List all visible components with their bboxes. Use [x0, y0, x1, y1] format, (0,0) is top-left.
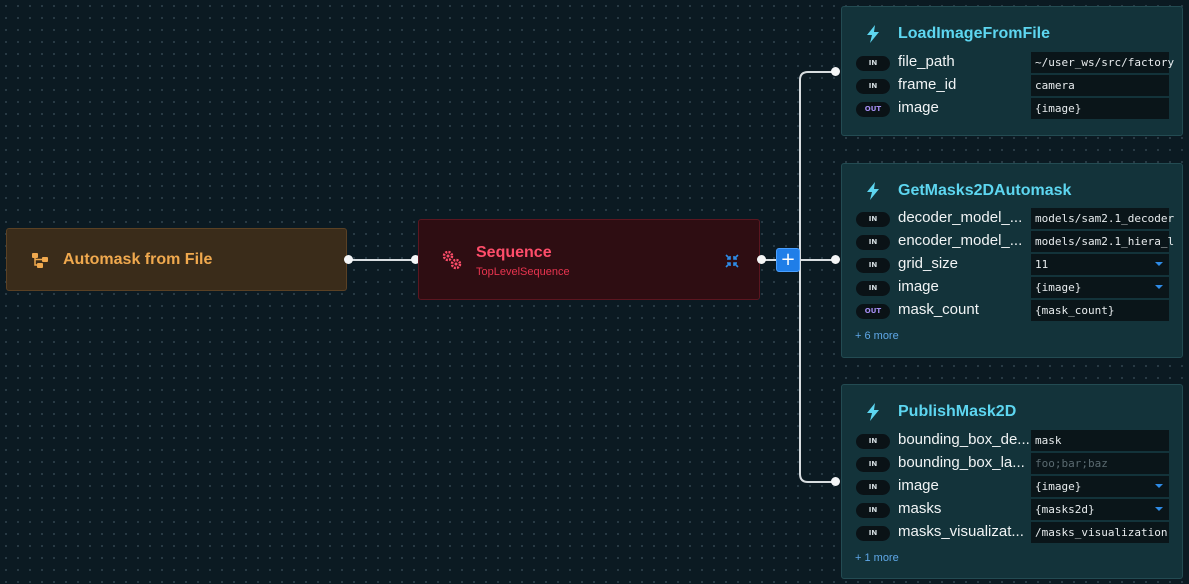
port-row: IN frame_id camera	[842, 75, 1182, 97]
port-value-field[interactable]: ~/user_ws/src/factory	[1031, 52, 1174, 73]
port-label: bounding_box_de...	[898, 431, 1030, 448]
port-row: IN image {image}	[842, 476, 1182, 498]
root-output-port[interactable]	[344, 255, 353, 264]
port-value: {image}	[1035, 281, 1082, 294]
port-label: image	[898, 99, 939, 116]
port-direction-badge: IN	[856, 212, 890, 227]
port-value-field[interactable]: models/sam2.1_decoder	[1031, 208, 1174, 229]
sequence-input-port[interactable]	[411, 255, 420, 264]
action-node-get-masks[interactable]: GetMasks2DAutomask IN decoder_model_... …	[841, 163, 1183, 358]
collapse-icon[interactable]	[724, 253, 740, 269]
port-value-select[interactable]: {masks2d}	[1031, 499, 1169, 520]
port-row: IN masks_visualizat... /masks_visualizat…	[842, 522, 1182, 544]
port-value: {masks2d}	[1035, 503, 1095, 516]
port-row: IN image {image}	[842, 277, 1182, 299]
port-direction-badge: IN	[856, 79, 890, 94]
port-label: bounding_box_la...	[898, 454, 1025, 471]
sequence-subtitle: TopLevelSequence	[476, 266, 570, 278]
port-direction-badge: OUT	[856, 102, 890, 117]
sequence-node[interactable]: Sequence TopLevelSequence	[418, 219, 760, 300]
port-row: IN decoder_model_... models/sam2.1_decod…	[842, 208, 1182, 230]
port-row: IN file_path ~/user_ws/src/factory	[842, 52, 1182, 74]
gears-icon	[442, 250, 462, 270]
port-value-field[interactable]: foo;bar;baz	[1031, 453, 1169, 474]
show-more-link[interactable]: + 1 more	[855, 552, 899, 564]
edge-branch-bottom	[799, 260, 836, 483]
port-direction-badge: OUT	[856, 304, 890, 319]
port-row: IN bounding_box_de... mask	[842, 430, 1182, 452]
dropdown-caret-icon[interactable]	[1155, 262, 1163, 266]
port-label: encoder_model_...	[898, 232, 1023, 249]
port-direction-badge: IN	[856, 503, 890, 518]
port-row: IN grid_size 11	[842, 254, 1182, 276]
add-child-button[interactable]: +	[776, 248, 800, 272]
port-row: OUT image {image}	[842, 98, 1182, 120]
port-direction-badge: IN	[856, 56, 890, 71]
tree-icon	[32, 252, 48, 268]
action-title: PublishMask2D	[898, 403, 1017, 420]
dropdown-caret-icon[interactable]	[1155, 507, 1163, 511]
dropdown-caret-icon[interactable]	[1155, 285, 1163, 289]
show-more-link[interactable]: + 6 more	[855, 330, 899, 342]
port-value-select[interactable]: {image}	[1031, 277, 1169, 298]
port-label: image	[898, 477, 939, 494]
port-row: OUT mask_count {mask_count}	[842, 300, 1182, 322]
port-direction-badge: IN	[856, 434, 890, 449]
port-label: masks_visualizat...	[898, 523, 1024, 540]
port-value-select[interactable]: {image}	[1031, 476, 1169, 497]
bolt-icon	[867, 182, 879, 200]
port-direction-badge: IN	[856, 281, 890, 296]
root-node-title: Automask from File	[63, 250, 213, 268]
port-value-field[interactable]: {image}	[1031, 98, 1169, 119]
port-value: 11	[1035, 258, 1049, 271]
sequence-output-port[interactable]	[757, 255, 766, 264]
port-label: masks	[898, 500, 942, 517]
port-value-select[interactable]: 11	[1031, 254, 1169, 275]
port-value-field[interactable]: mask	[1031, 430, 1169, 451]
action-2-input-port[interactable]	[831, 477, 840, 486]
port-label: grid_size	[898, 255, 959, 272]
port-direction-badge: IN	[856, 457, 890, 472]
action-node-publish-mask[interactable]: PublishMask2D IN bounding_box_de... mask…	[841, 384, 1183, 579]
port-label: mask_count	[898, 301, 979, 318]
port-label: decoder_model_...	[898, 209, 1023, 226]
action-node-load-image[interactable]: LoadImageFromFile IN file_path ~/user_ws…	[841, 6, 1183, 136]
port-label: image	[898, 278, 939, 295]
action-title: LoadImageFromFile	[898, 25, 1051, 42]
port-direction-badge: IN	[856, 258, 890, 273]
bolt-icon	[867, 403, 879, 421]
edge-branch-top	[799, 71, 836, 260]
port-row: IN encoder_model_... models/sam2.1_hiera…	[842, 231, 1182, 253]
port-row: IN masks {masks2d}	[842, 499, 1182, 521]
port-value-field[interactable]: /masks_visualization	[1031, 522, 1169, 543]
port-label: frame_id	[898, 76, 957, 93]
port-value-field[interactable]: {mask_count}	[1031, 300, 1169, 321]
action-0-input-port[interactable]	[831, 67, 840, 76]
sequence-title: Sequence	[476, 244, 552, 261]
port-row: IN bounding_box_la... foo;bar;baz	[842, 453, 1182, 475]
action-1-input-port[interactable]	[831, 255, 840, 264]
port-value: {image}	[1035, 480, 1082, 493]
port-value-field[interactable]: models/sam2.1_hiera_l	[1031, 231, 1174, 252]
root-node[interactable]: Automask from File	[6, 228, 347, 291]
port-direction-badge: IN	[856, 480, 890, 495]
dropdown-caret-icon[interactable]	[1155, 484, 1163, 488]
port-direction-badge: IN	[856, 526, 890, 541]
port-direction-badge: IN	[856, 235, 890, 250]
port-value-field[interactable]: camera	[1031, 75, 1169, 96]
bolt-icon	[867, 25, 879, 43]
action-title: GetMasks2DAutomask	[898, 182, 1072, 199]
port-label: file_path	[898, 53, 955, 70]
